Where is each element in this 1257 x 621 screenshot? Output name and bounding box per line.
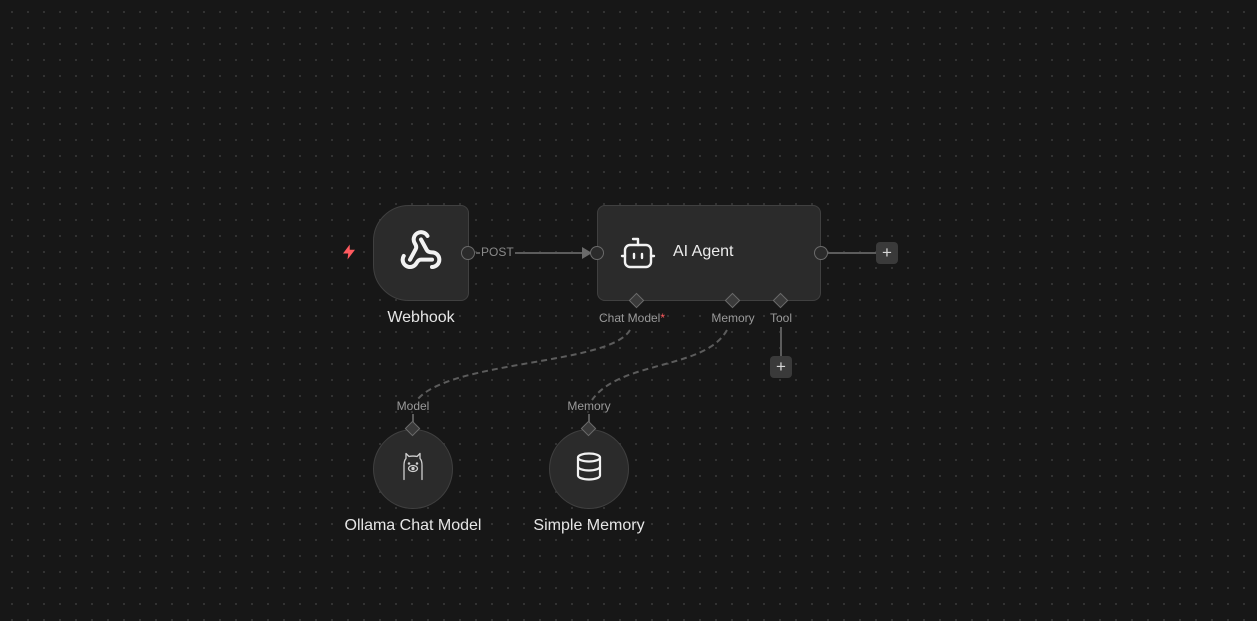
- simple-memory-node[interactable]: [549, 429, 629, 509]
- required-marker: *: [660, 311, 666, 325]
- ollama-chat-model-node[interactable]: [373, 429, 453, 509]
- ollama-node-label: Ollama Chat Model: [344, 517, 482, 534]
- webhook-icon: [399, 229, 443, 278]
- edge-arrowhead: [582, 247, 592, 259]
- ai-agent-output-port[interactable]: [814, 246, 828, 260]
- ollama-handle-label: Model: [396, 399, 430, 413]
- webhook-node[interactable]: [373, 205, 469, 301]
- add-node-after-agent-button[interactable]: +: [876, 242, 898, 264]
- memory-handle-label: Memory: [711, 311, 755, 325]
- chat-model-handle-label: Chat Model*: [598, 311, 666, 325]
- robot-icon: [618, 236, 658, 277]
- llama-icon: [400, 452, 426, 487]
- add-tool-button[interactable]: +: [770, 356, 792, 378]
- ai-agent-node[interactable]: AI Agent: [597, 205, 821, 301]
- database-icon: [575, 452, 603, 487]
- ai-agent-node-label: AI Agent: [673, 243, 734, 260]
- edge-memory[interactable]: [591, 329, 728, 401]
- webhook-node-label: Webhook: [387, 309, 455, 326]
- ai-agent-input-port[interactable]: [590, 246, 604, 260]
- edge-chat-model[interactable]: [416, 329, 631, 401]
- tool-handle-label: Tool: [769, 311, 793, 325]
- memory-node-handle-label: Memory: [567, 399, 611, 413]
- webhook-output-port[interactable]: [461, 246, 475, 260]
- lightning-bolt-icon: [340, 243, 358, 266]
- edge-label-post: POST: [480, 245, 515, 259]
- simple-memory-node-label: Simple Memory: [533, 517, 645, 534]
